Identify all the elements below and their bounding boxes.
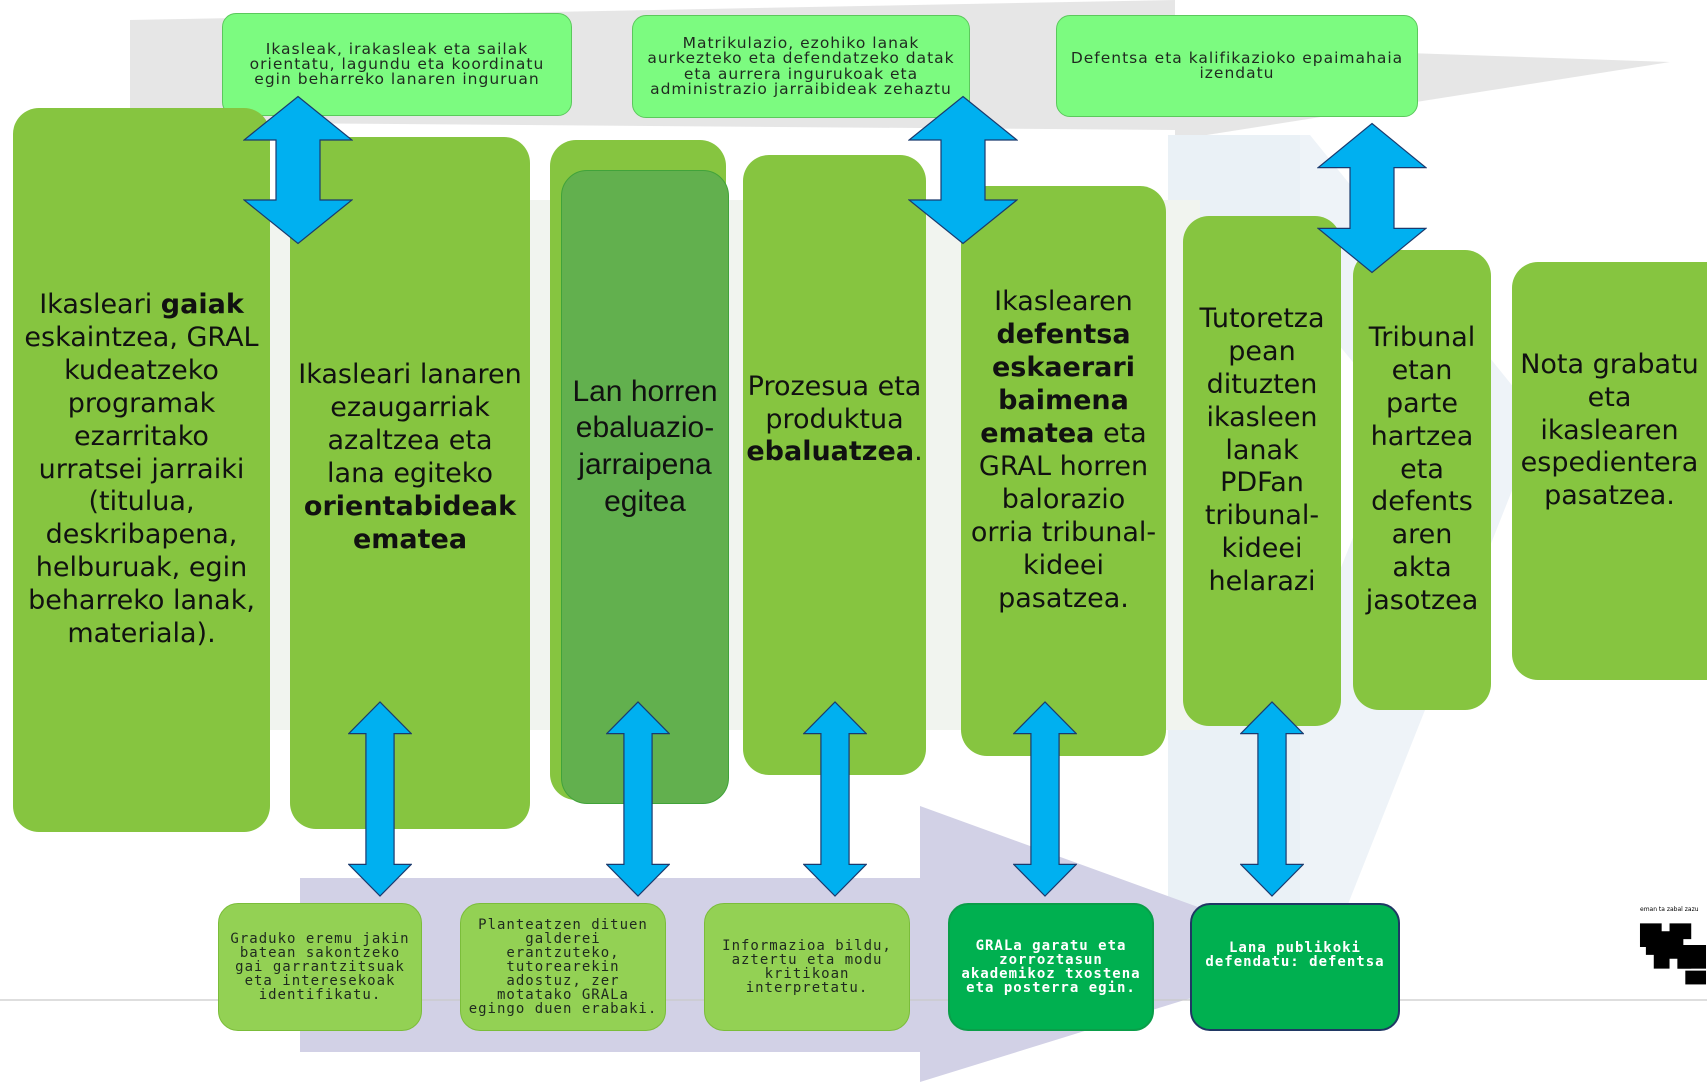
step-box-4: Prozesua eta produktua ebaluatzea.: [743, 155, 926, 775]
step-box-2: Ikasleari lanaren ezaugarriak azaltzea e…: [290, 137, 530, 829]
double-arrow-icon: [243, 95, 353, 245]
top-box-3: Defentsa eta kalifikazioko epaimahaia iz…: [1056, 15, 1418, 117]
double-arrow-icon: [1013, 700, 1077, 898]
top-box-1: Ikasleak, irakasleak eta sailak orientat…: [222, 13, 572, 116]
bottom-box-2: Planteatzen dituen galderei erantzuteko,…: [460, 903, 666, 1031]
step-box-8: Nota grabatu eta ikaslearen espedientera…: [1512, 262, 1707, 680]
logo-caption: eman ta zabal zazu: [1640, 906, 1699, 913]
double-arrow-icon: [1240, 700, 1304, 898]
bottom-box-1: Graduko eremu jakin batean sakontzeko ga…: [218, 903, 422, 1031]
top-box-2: Matrikulazio, ezohiko lanak aurkezteko e…: [632, 15, 970, 118]
step-box-1: Ikasleari gaiak eskaintzea, GRAL kudeatz…: [13, 108, 270, 832]
step-box-7: Tribunal etan parte hartzea eta defents …: [1353, 250, 1491, 710]
double-arrow-icon: [1317, 122, 1427, 274]
bottom-box-3: Informazioa bildu, aztertu eta modu krit…: [704, 903, 910, 1031]
step-box-5: Ikaslearen defentsa eskaerari baimena em…: [961, 186, 1166, 756]
bottom-box-5: Lana publikoki defendatu: defentsa: [1190, 903, 1400, 1031]
bottom-box-4: GRALa garatu eta zorroztasun akademikoz …: [948, 903, 1154, 1031]
double-arrow-icon: [908, 95, 1018, 245]
double-arrow-icon: [348, 700, 412, 898]
double-arrow-icon: [803, 700, 867, 898]
university-logo-icon: [1638, 905, 1707, 985]
step-box-6: Tutoretza pean dituzten ikasleen lanak P…: [1183, 216, 1341, 726]
double-arrow-icon: [606, 700, 670, 898]
step-box-3: Lan horren ebaluazio-jarraipena egitea: [561, 170, 729, 804]
